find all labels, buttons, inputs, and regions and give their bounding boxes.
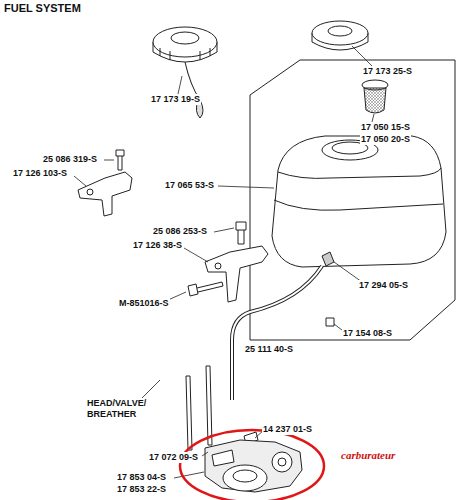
part-number: 17 154 08-S [342,328,393,339]
annotation: carburateur [340,450,396,461]
part-number: 17 294 05-S [358,280,409,291]
part-number: 17 173 19-S [150,94,201,105]
part-number: 17 853 04-S [116,472,167,483]
part-number: 25 111 40-S [244,344,294,355]
part-number: 17 050 15-S [360,122,411,133]
reference-note: HEAD/VALVE/ BREATHER [86,398,152,420]
part-number: M-851016-S [118,298,170,309]
part-number: 17 126 38-S [132,240,183,251]
part-number: 25 086 319-S [42,154,98,165]
part-number: 14 237 01-S [262,424,313,435]
diagram-title: FUEL SYSTEM [4,2,81,14]
part-number: 17 126 103-S [12,168,68,179]
part-number: 25 086 253-S [152,226,208,237]
part-number: 17 050 20-S [360,134,411,145]
part-number: 17 065 53-S [164,180,215,191]
part-number: 17 853 22-S [116,484,167,495]
part-number: 17 072 09-S [148,452,199,463]
part-number: 17 173 25-S [362,66,413,77]
